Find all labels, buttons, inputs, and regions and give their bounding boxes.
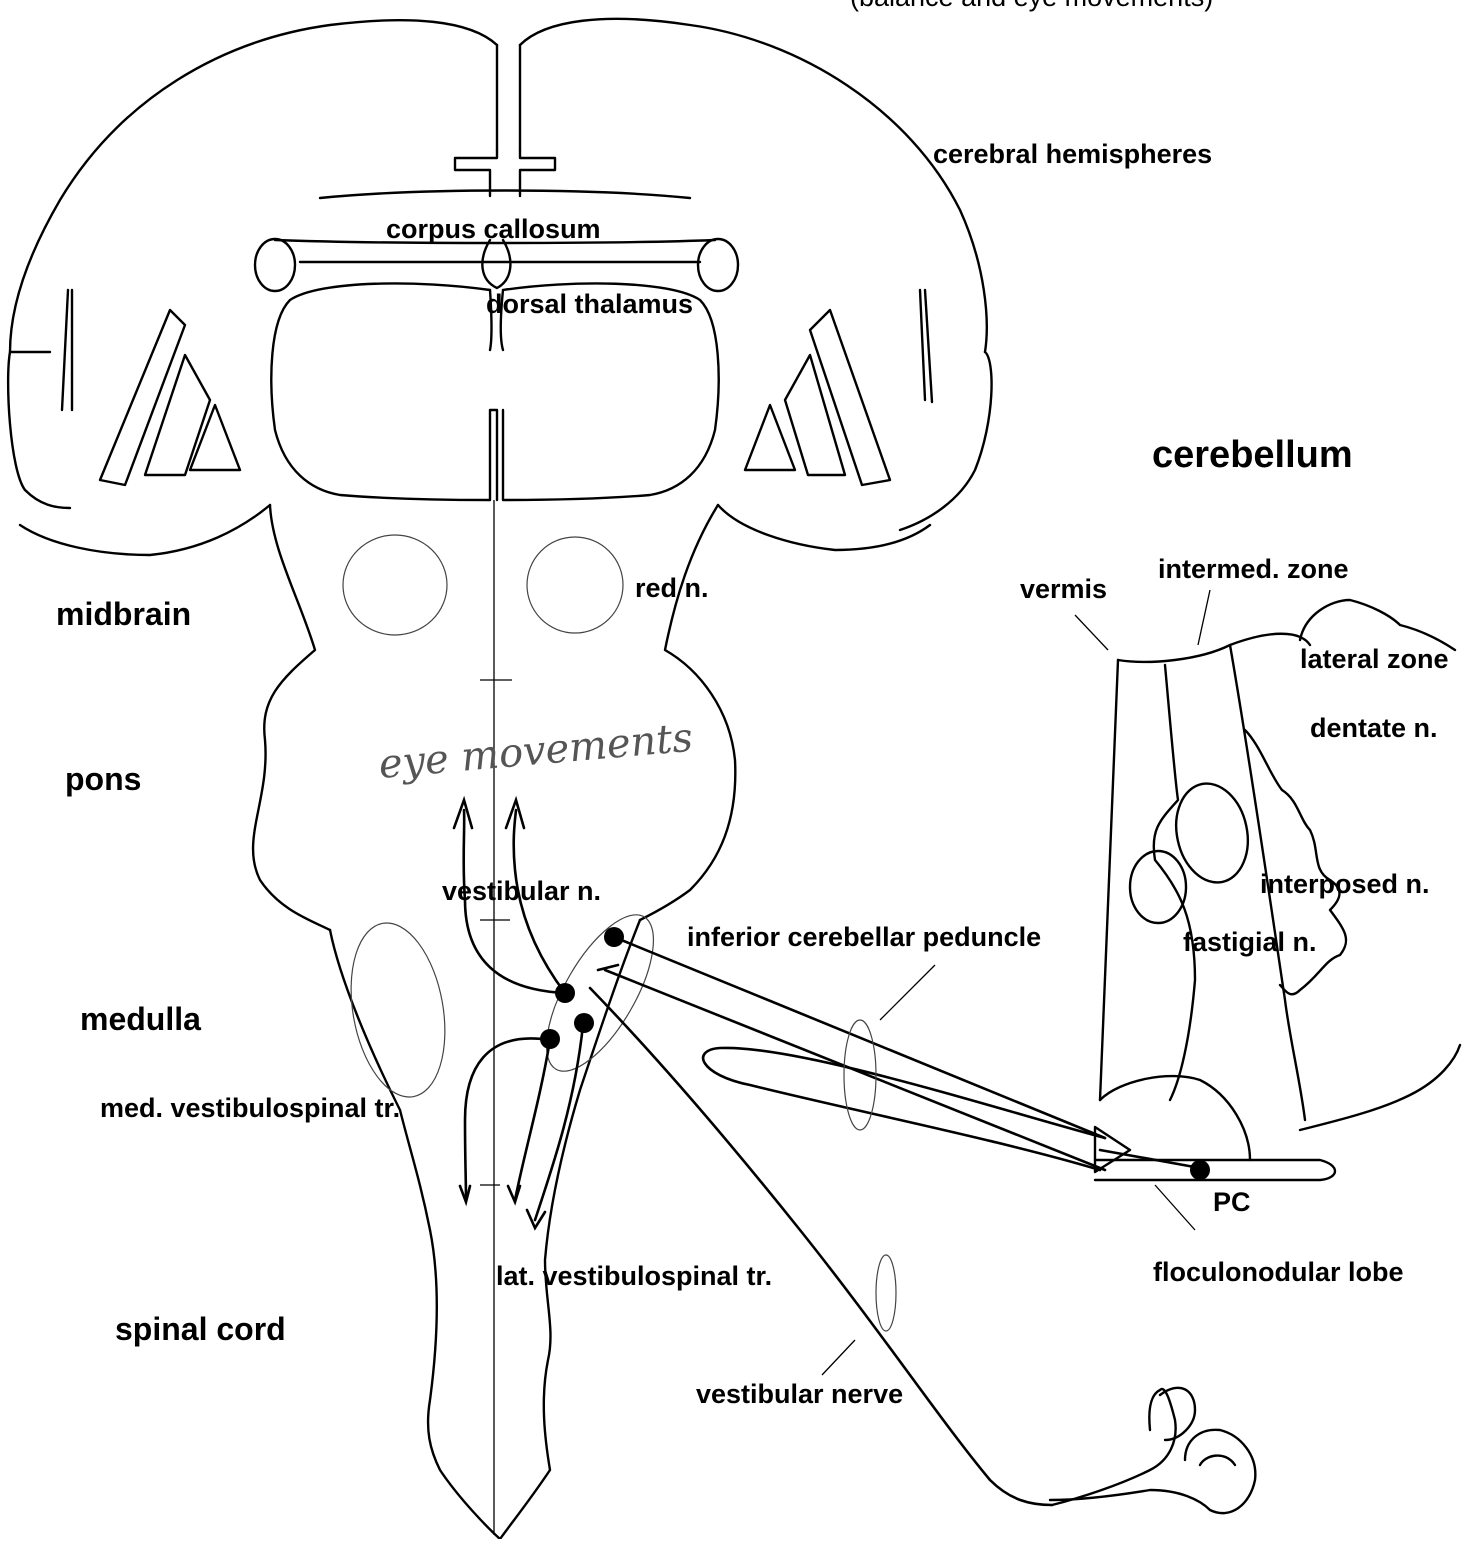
label-fastigial-n: fastigial n. — [1183, 927, 1317, 957]
purkinje-cell-dot — [1190, 1160, 1210, 1180]
vestibular-nucleus-region — [526, 899, 675, 1086]
label-dentate-n: dentate n. — [1310, 713, 1438, 743]
label-vestibular-nerve: vestibular nerve — [696, 1379, 903, 1409]
label-cerebral-hemispheres: cerebral hemispheres — [933, 139, 1212, 169]
label-dorsal-thalamus: dorsal thalamus — [486, 289, 693, 319]
vestibular-neuron-2 — [555, 983, 575, 1003]
label-corpus-callosum: corpus callosum — [386, 214, 601, 244]
label-midbrain: midbrain — [56, 596, 191, 632]
vestibular-neuron-1 — [604, 927, 624, 947]
label-lat-vestibulospinal-tr: lat. vestibulospinal tr. — [496, 1261, 772, 1291]
label-interposed-n: interposed n. — [1260, 869, 1430, 899]
vermis-leader — [1075, 615, 1108, 650]
label-floculonodular-lobe: floculonodular lobe — [1153, 1257, 1404, 1287]
label-inferior-cerebellar-peduncle: inferior cerebellar peduncle — [687, 922, 1041, 952]
vestibular-neuron-3 — [574, 1013, 594, 1033]
label-pons: pons — [65, 761, 141, 797]
label-red-nucleus: red n. — [635, 573, 709, 603]
nerve-oval — [876, 1255, 896, 1331]
right-basal-ganglia — [745, 310, 890, 485]
label-intermed-zone: intermed. zone — [1158, 554, 1349, 584]
label-lateral-zone: lateral zone — [1300, 644, 1449, 674]
intermed-zone-leader — [1198, 590, 1210, 645]
peduncle-leader — [880, 965, 935, 1020]
top-caption: (balance and eye movements) — [850, 0, 1213, 12]
label-spinal-cord: spinal cord — [115, 1311, 286, 1347]
label-vestibular-n: vestibular n. — [442, 876, 601, 906]
vestibular-neuron-4 — [540, 1029, 560, 1049]
vestibular-nerve-leader — [822, 1340, 855, 1375]
cerebral-hemispheres-outline — [8, 19, 991, 530]
left-basal-ganglia — [100, 310, 240, 485]
left-red-nucleus — [343, 535, 447, 635]
label-medulla: medulla — [80, 1001, 201, 1037]
medulla-left-oval — [338, 916, 457, 1105]
label-pc: PC — [1213, 1187, 1251, 1217]
floculonodular-leader — [1155, 1185, 1195, 1230]
label-vermis: vermis — [1020, 574, 1107, 604]
inner-ear-icon — [1050, 1388, 1255, 1513]
label-cerebellum: cerebellum — [1152, 434, 1353, 476]
label-eye-movements-handwritten: eye movements — [377, 715, 695, 788]
label-med-vestibulospinal-tr: med. vestibulospinal tr. — [100, 1093, 400, 1123]
right-red-nucleus — [527, 537, 623, 633]
